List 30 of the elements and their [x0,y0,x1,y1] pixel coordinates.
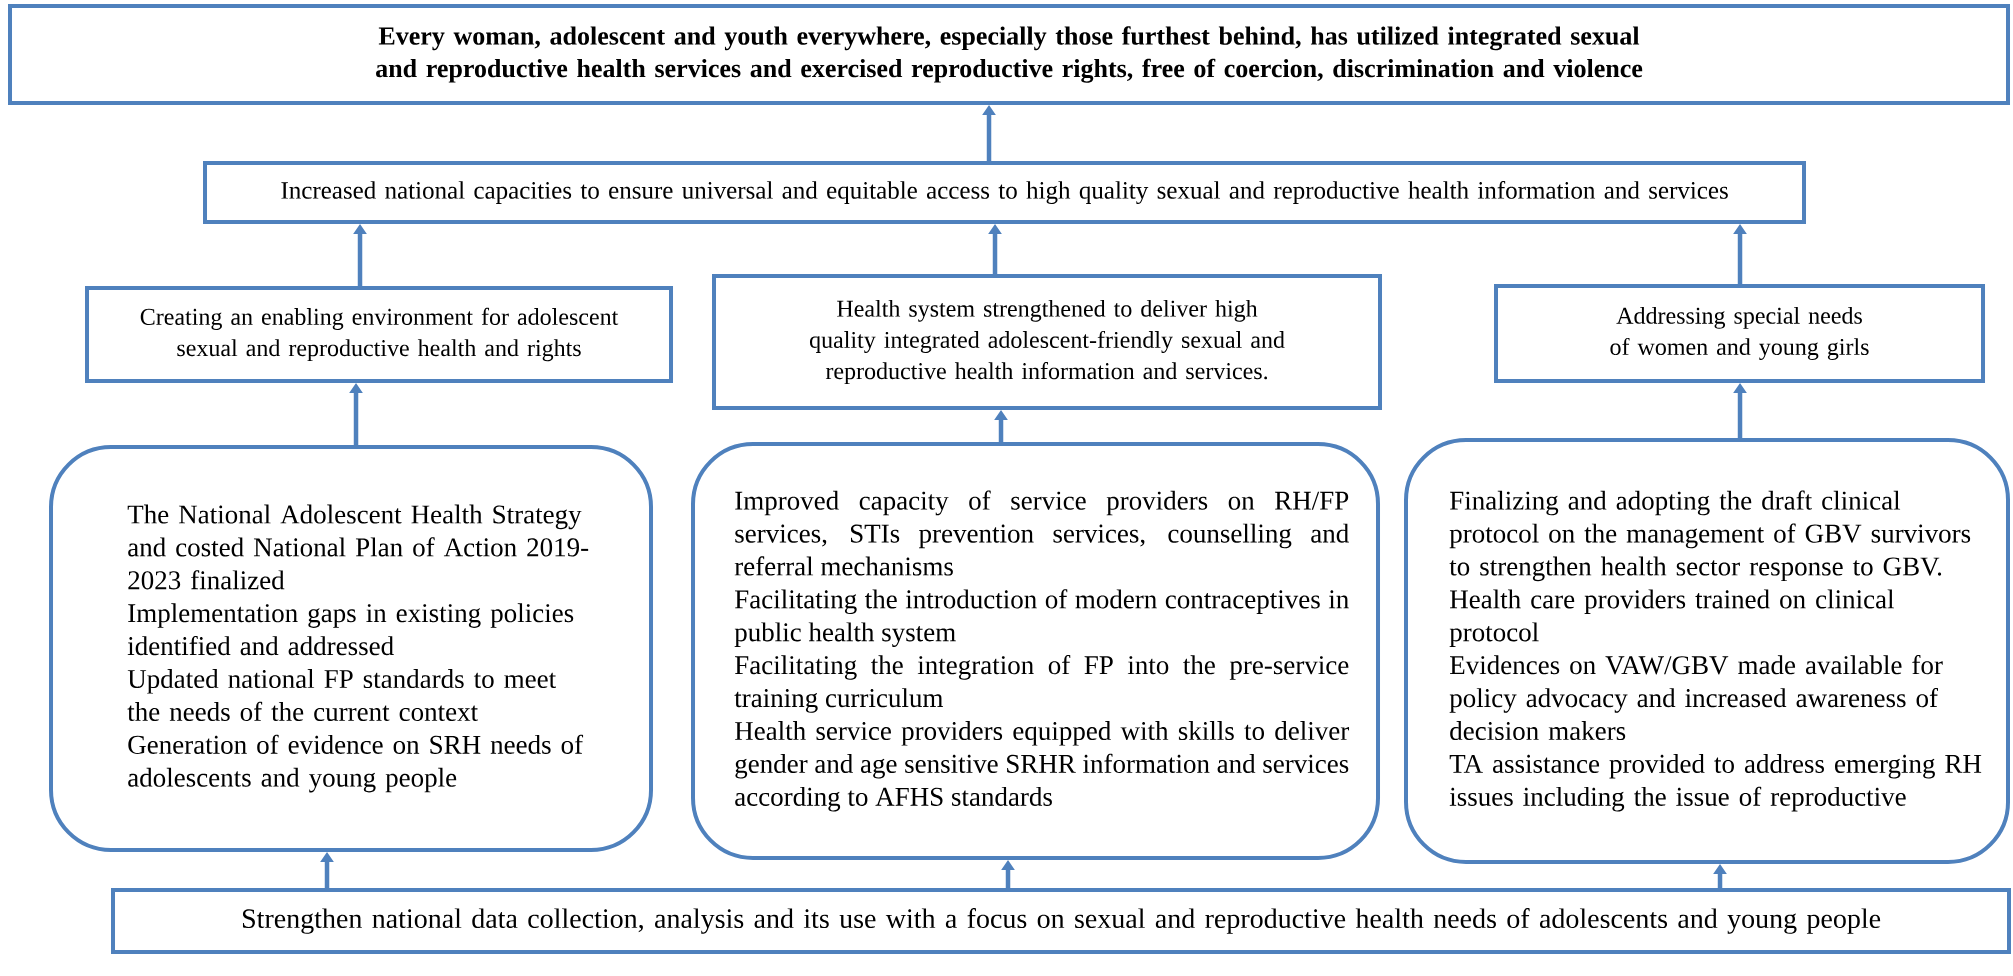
node-label: The National Adolescent Health Strategy and costed National Plan of Action 2019-2023 finalized [127,504,589,590]
box-text: Finalizing and adopting the draft clinical protocol on the management of GBV survivors to strengthen health sector response to GBV. Health care providers trained on clinical protocol Evidences on VAW/GBV made available for policy advocacy and increased awareness of decision makers TA assistance provided to address emerging RH issues including the issue of reproductive [1449,490,1982,812]
box-text: Strengthen national data collection, analysis and its use with a focus on sexual and reproductive health needs of adolescents and young people [242,908,1881,934]
node-label: Improved capacity of service providers on RH/FP services, STIs prevention services, counselling and referral mechanisms [734,490,1349,576]
box-text: The National Adolescent Health Strategy and costed National Plan of Action 2019-2023 finalized Implementation gaps in existing policies identified and addressed Updated national FP standards to meet the needs of the current context Generation of evidence on SRH needs of adolescents and young people [127,504,589,793]
box-text: Improved capacity of service providers on RH/FP services, STIs prevention services, counselling and referral mechanisms Facilitating the introduction of modern contraceptives in public health system Facilitating the integration of FP into the pre-service training curriculum Health service providers equipped with skills to deliver gender and age sensitive SRHR information and services according to AFHS standards [734,490,1349,812]
output-box [691,442,1380,860]
outcome-box [1494,284,1985,383]
node-label: Updated national FP standards to meet the needs of the current context [127,669,556,722]
node-label: Health service providers equipped with skills to deliver gender and age sensitive SRHR information and services according to AFHS standards [735,721,1350,812]
box-text: Every woman, adolescent and youth everywhere, especially those furthest behind, has utilized integrated sexual and reproductive health services and exercised reproductive rights, free of coercion, discrimination and violence [376,26,1643,83]
node-label: TA assistance provided to address emerging RH issues including the issue of reproductive [1449,753,1982,812]
outcome-box [111,888,2011,954]
outcome-box [85,286,673,383]
node-label: Evidences on VAW/GBV made available for policy advocacy and increased awareness of decision makers [1449,655,1943,741]
outcome-box [203,161,1806,224]
box-text: Health system strengthened to deliver high quality integrated adolescent-friendly sexual and reproductive health information and services. [809,299,1285,385]
node-label: Health care providers trained on clinical protocol [1449,589,1895,647]
node-label: Finalizing and adopting the draft clinical protocol on the management of GBV survivors to strengthen health sector response to GBV. [1449,490,1971,582]
node-label: Facilitating the introduction of modern contraceptives in public health system [734,589,1349,647]
box-text: Addressing special needs of women and young girls [1610,307,1869,360]
outcome-box [8,4,2010,105]
node-label: Facilitating the integration of FP into the pre-service training curriculum [734,655,1349,713]
box-text: Creating an enabling environment for adolescent sexual and reproductive health and rights [140,307,619,362]
output-box [49,445,653,852]
node-label: Generation of evidence on SRH needs of adolescents and young people [128,734,584,793]
node-label: Implementation gaps in existing policies identified and addressed [127,603,574,656]
output-box [1404,438,2010,864]
box-text: Increased national capacities to ensure universal and equitable access to high quality sexual and reproductive health information and services [281,181,1728,204]
outcome-box [712,274,1382,410]
